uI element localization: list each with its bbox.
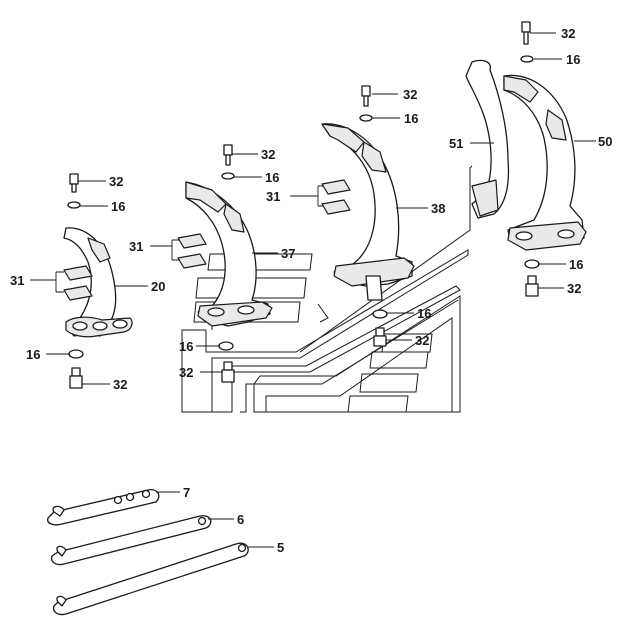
callout-label: 32 xyxy=(179,365,193,380)
callout-label: 16 xyxy=(111,199,125,214)
callout-label: 31 xyxy=(266,189,280,204)
nut-16-center-bottom xyxy=(372,309,388,319)
callout-label: 32 xyxy=(403,87,417,102)
leader-lines xyxy=(30,32,596,548)
shift-fork-20 xyxy=(63,227,133,338)
bolt-32-right-bottom xyxy=(525,275,539,297)
shift-pad-31-center xyxy=(321,179,351,215)
washer-16-middle-top xyxy=(221,172,235,180)
callout-label: 16 xyxy=(179,339,193,354)
callout-label: 32 xyxy=(109,174,123,189)
bolt-32-left-bottom xyxy=(69,367,83,389)
callout-label: 5 xyxy=(277,540,284,555)
shift-fork-37 xyxy=(185,181,273,327)
callout-label: 6 xyxy=(237,512,244,527)
nut-16-middle-bottom xyxy=(218,341,234,351)
callout-label: 16 xyxy=(566,52,580,67)
callout-label: 16 xyxy=(404,111,418,126)
callout-label: 20 xyxy=(151,279,165,294)
callout-label: 31 xyxy=(10,273,24,288)
callout-label: 51 xyxy=(449,136,463,151)
nut-16-right-bottom xyxy=(524,259,540,269)
callout-labels: 32 16 32 16 32 16 32 16 51 50 31 38 31 3… xyxy=(10,26,612,555)
callout-label: 50 xyxy=(598,134,612,149)
bolt-32-right-top xyxy=(521,21,531,45)
callout-label: 32 xyxy=(567,281,581,296)
shift-fork-51 xyxy=(465,59,510,219)
bolt-32-center-bottom xyxy=(373,327,387,347)
callout-label: 16 xyxy=(26,347,40,362)
callout-label: 37 xyxy=(281,246,295,261)
shift-strap-6 xyxy=(50,515,212,566)
shift-strap-5 xyxy=(52,542,249,616)
shift-fork-38 xyxy=(321,123,415,301)
bolt-32-center-top xyxy=(361,85,371,107)
callout-label: 32 xyxy=(415,333,429,348)
gearbox-housing-outline xyxy=(181,165,473,413)
callout-label: 32 xyxy=(561,26,575,41)
bolt-32-middle-bottom xyxy=(221,361,235,383)
shift-fork-50 xyxy=(503,74,587,251)
washer-16-right-top xyxy=(520,55,534,63)
callout-label: 31 xyxy=(129,239,143,254)
bolt-32-left-top xyxy=(69,173,79,193)
shift-pad-31-left xyxy=(63,265,93,301)
callout-label: 38 xyxy=(431,201,445,216)
callout-label: 16 xyxy=(417,306,431,321)
shift-strap-7 xyxy=(47,489,160,526)
washer-16-center-top xyxy=(359,114,373,122)
washer-16-left-top xyxy=(67,201,81,209)
callout-label: 32 xyxy=(261,147,275,162)
callout-label: 16 xyxy=(265,170,279,185)
nut-16-left-bottom xyxy=(68,349,84,359)
callout-label: 16 xyxy=(569,257,583,272)
callout-label: 7 xyxy=(183,485,190,500)
housing-panels xyxy=(193,253,433,413)
callout-label: 32 xyxy=(113,377,127,392)
shift-pad-31-middle xyxy=(177,233,207,269)
bolt-32-middle-top xyxy=(223,144,233,166)
